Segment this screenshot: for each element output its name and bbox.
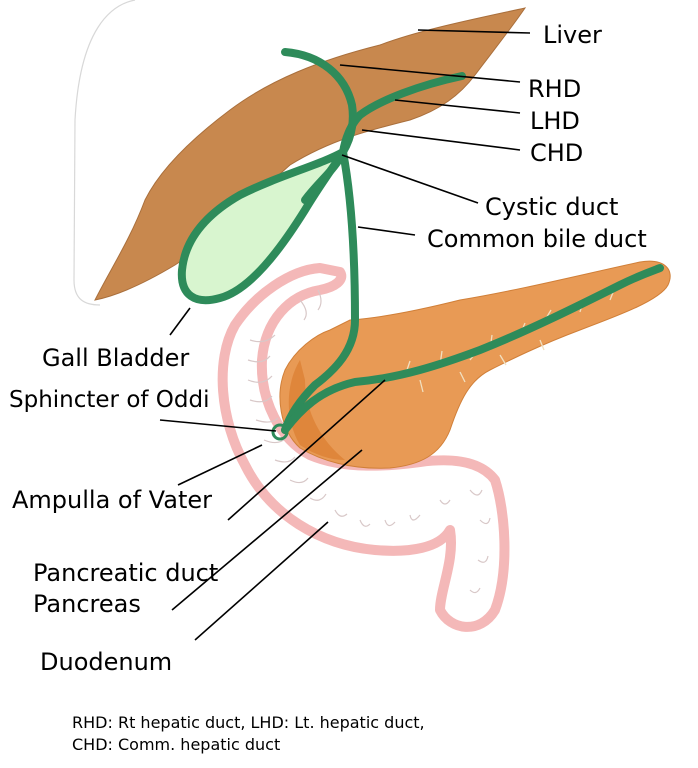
legend-line-2: CHD: Comm. hepatic duct: [72, 734, 281, 754]
label-pancreatic-duct: Pancreatic duct: [33, 559, 219, 587]
label-common-bile-duct: Common bile duct: [427, 225, 647, 253]
legend-line-1: RHD: Rt hepatic duct, LHD: Lt. hepatic d…: [72, 713, 425, 732]
sphincter-of-oddi-ring: [271, 423, 289, 441]
pancreas-shape: [279, 260, 671, 469]
label-rhd: RHD: [528, 75, 582, 103]
abbreviation-legend: RHD: Rt hepatic duct, LHD: Lt. hepatic d…: [72, 712, 425, 755]
duodenum-shape: [217, 263, 510, 632]
label-sphincter-of-oddi: Sphincter of Oddi: [9, 387, 210, 413]
common-bile-duct: [281, 148, 359, 434]
leader-lines: [159, 29, 531, 641]
left-hepatic-duct: [339, 72, 466, 156]
label-pancreas: Pancreas: [33, 590, 141, 618]
bile-ducts: [281, 48, 664, 434]
pancreatic-duct: [281, 264, 664, 434]
label-gall-bladder: Gall Bladder: [42, 344, 190, 372]
label-lhd: LHD: [530, 107, 580, 135]
label-ampulla-of-vater: Ampulla of Vater: [12, 486, 212, 514]
gall-bladder-shape: [177, 148, 347, 305]
label-duodenum: Duodenum: [40, 648, 173, 676]
label-liver: Liver: [543, 21, 602, 49]
pancreas-head-shade: [288, 360, 345, 460]
liver-shape: [94, 7, 527, 301]
body-outline: [73, 0, 136, 306]
label-chd: CHD: [530, 139, 584, 167]
label-cystic-duct: Cystic duct: [485, 193, 619, 221]
duodenum-folds: [247, 289, 491, 594]
